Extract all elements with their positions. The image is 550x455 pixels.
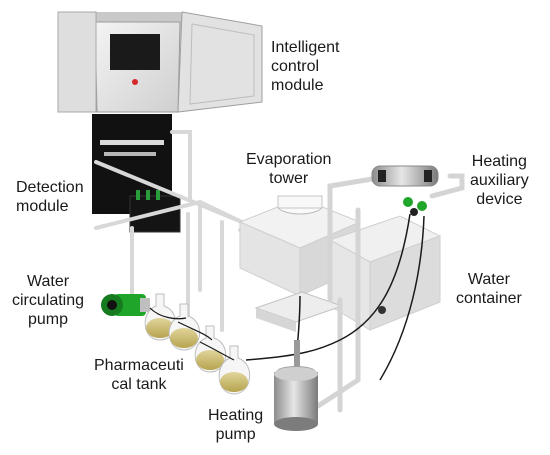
heating-pump xyxy=(274,340,318,431)
pharmaceutical-tanks xyxy=(144,293,251,395)
screen xyxy=(110,34,160,70)
label-detection-module: Detection module xyxy=(16,179,84,215)
label-intelligent-control-module: Intelligent control module xyxy=(271,39,340,94)
label-water-container: Water container xyxy=(456,271,522,307)
label-heating-pump: Heating pump xyxy=(208,407,264,443)
indicator-light xyxy=(132,79,138,85)
label-heating-auxiliary-device: Heating auxiliary device xyxy=(470,153,529,208)
label-evaporation-tower: Evaporation tower xyxy=(246,151,332,187)
heater-piping xyxy=(315,173,465,413)
label-pharmaceutical-tank: Pharmaceuti cal tank xyxy=(94,357,184,393)
control-cabinet xyxy=(57,11,263,113)
water-circulating-pump xyxy=(101,294,150,316)
detection-panel xyxy=(92,114,181,233)
label-water-circulating-pump: Water circulating pump xyxy=(12,273,85,328)
heating-auxiliary-device xyxy=(371,165,439,216)
